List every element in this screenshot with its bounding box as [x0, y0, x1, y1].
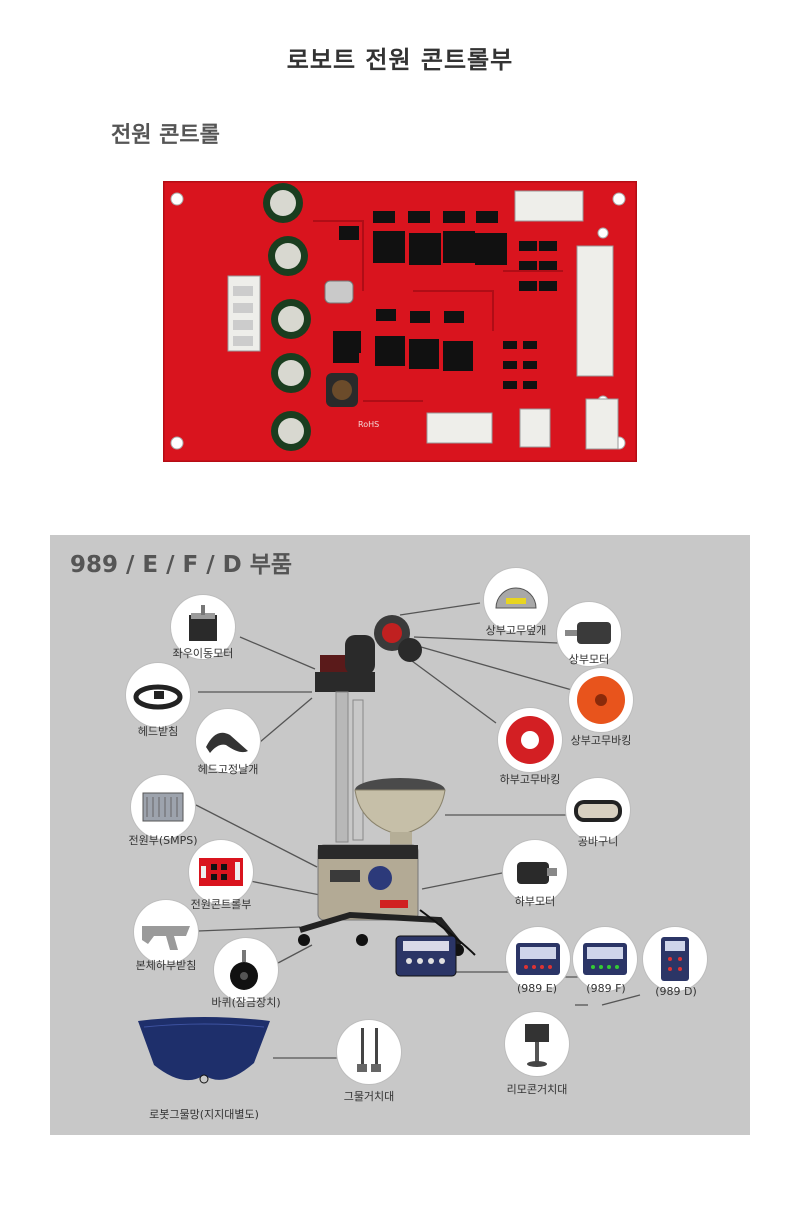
parts-panel: 989 / E / F / D 부품 [50, 535, 750, 1135]
caster-wheel-icon [214, 938, 278, 1002]
remote-989d-icon [643, 927, 707, 991]
part-label-head-support: 헤드받침 [137, 725, 179, 738]
remote-989e-icon [506, 927, 570, 991]
part-label-control-board: 전원콘트롤부 [190, 898, 252, 911]
part-label-head-wing: 헤드고정날개 [197, 763, 259, 776]
part-label-remote-holder: 리모콘거치대 [506, 1083, 568, 1096]
base-support-icon [134, 900, 198, 964]
part-label-upper-motor: 상부모터 [568, 653, 610, 666]
part-label-ball-basket: 공바구니 [577, 835, 619, 848]
part-label-net: 로봇그물망(지지대별도) [149, 1108, 259, 1121]
part-label-989f: (989 F) [586, 982, 626, 995]
part-label-upper-rubber-ring: 상부고무바킹 [570, 734, 632, 747]
part-label-base-support: 본체하부받침 [135, 959, 197, 972]
section-title: 전원 콘트롤 [111, 123, 220, 148]
remote-989f-icon [573, 927, 637, 991]
part-label-net-stand: 그물거치대 [343, 1090, 395, 1103]
net-icon [134, 1013, 274, 1093]
page-title: 로보트 전원 콘트롤부 [286, 46, 514, 74]
control-board-icon [189, 840, 253, 904]
net-stand-icon [337, 1020, 401, 1084]
part-label-lower-motor: 하부모터 [514, 895, 556, 908]
part-label-lower-rubber-ring: 하부고무바킹 [499, 773, 561, 786]
part-label-upper-rubber-cover: 상부고무덮개 [485, 624, 547, 637]
head-wing-icon [196, 709, 260, 773]
part-label-caster-wheel: 바퀴(잠금장치) [211, 996, 281, 1009]
lower-motor-icon [503, 840, 567, 904]
parts-panel-title: 989 / E / F / D 부품 [70, 552, 293, 578]
ball-basket-icon [566, 778, 630, 842]
connector-lines [195, 602, 641, 1059]
upper-rubber-cover-icon [484, 568, 548, 632]
main-remote-controller [395, 935, 457, 977]
part-label-989e: (989 E) [516, 982, 558, 995]
lower-rubber-ring-icon [498, 708, 562, 772]
control-board-image: RoHS [161, 179, 639, 464]
upper-motor-icon [557, 602, 621, 666]
part-label-stepper-motor: 좌우이동모터 [172, 647, 234, 660]
board-rohs-text: RoHS [358, 420, 379, 429]
smps-icon [131, 775, 195, 839]
head-support-icon [126, 663, 190, 727]
stepper-motor-icon [171, 595, 235, 659]
upper-rubber-ring-icon [569, 668, 633, 732]
part-label-989d: (989 D) [655, 985, 697, 998]
remote-holder-icon [505, 1012, 569, 1076]
part-label-smps: 전원부(SMPS) [128, 834, 198, 847]
robot-machine-image [290, 610, 490, 970]
